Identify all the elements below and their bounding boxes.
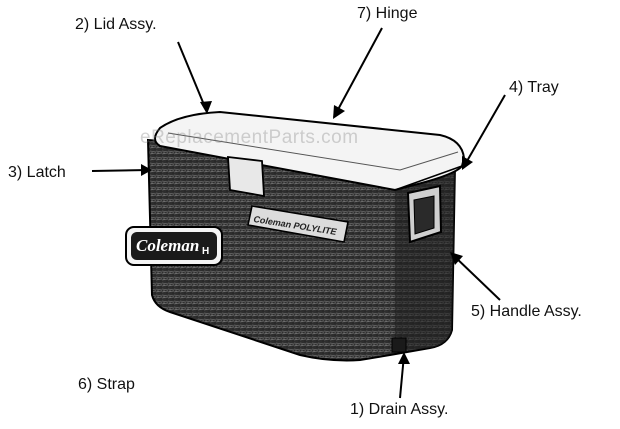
- label-hinge: 7) Hinge: [357, 5, 418, 22]
- lid-pointer-arrow: [177, 41, 208, 113]
- brand-mark: H: [202, 246, 210, 257]
- label-strap: 6) Strap: [78, 376, 135, 393]
- label-lid-assy: 2) Lid Assy.: [75, 16, 157, 33]
- tray-pointer-arrow: [462, 94, 506, 169]
- label-tray: 4) Tray: [509, 79, 559, 96]
- label-handle-assy: 5) Handle Assy.: [471, 303, 582, 320]
- watermark-text: eReplacementParts.com: [140, 127, 359, 148]
- latch-part: [227, 155, 265, 198]
- latch-pointer-arrow: [91, 169, 149, 172]
- label-drain-assy: 1) Drain Assy.: [350, 401, 449, 418]
- hinge-pointer-arrow: [333, 27, 383, 118]
- handle-pointer-arrow: [451, 253, 501, 301]
- brand-name: Coleman: [136, 236, 200, 255]
- drain-part: [391, 337, 407, 353]
- label-latch: 3) Latch: [8, 164, 66, 181]
